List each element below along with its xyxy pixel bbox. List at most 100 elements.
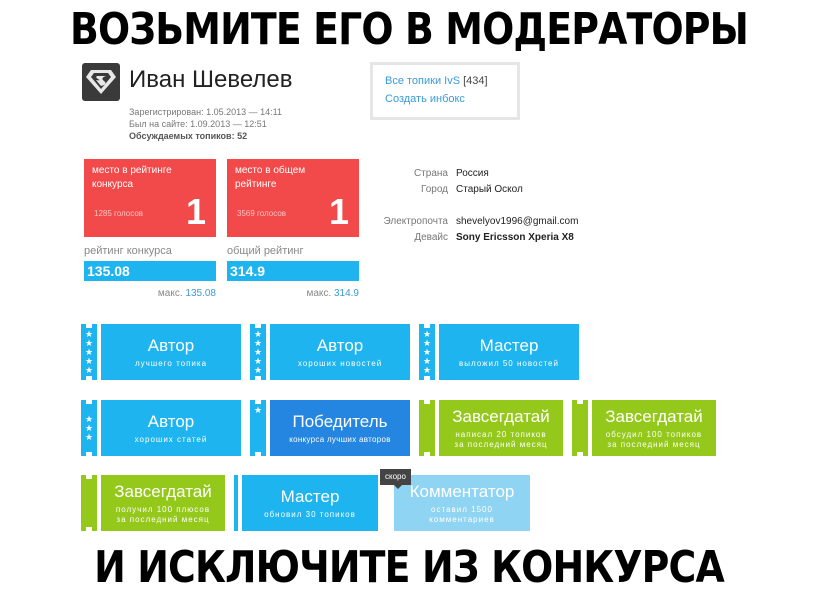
max-value: 135.08 — [185, 288, 216, 299]
star-icon: ★ — [253, 364, 263, 375]
badge-stars: ★ ★ ★ ★ ★ — [250, 324, 270, 380]
info-value: Sony Ericsson Xperia X8 — [456, 232, 574, 243]
badge-stripe — [572, 400, 592, 456]
badge-contest-winner[interactable]: ★ Победитель конкурса лучших авторов — [250, 400, 410, 456]
badge-subtitle-2: за последний месяц — [454, 439, 548, 449]
badge-best-topic-author[interactable]: ★ ★ ★ ★ ★ Автор лучшего топика — [81, 324, 241, 380]
avatar[interactable] — [82, 63, 120, 101]
all-topics-count: [434] — [463, 75, 488, 87]
overall-rating-bar: 314.9 — [227, 261, 359, 281]
registered-date: Зарегистрирован: 1.05.2013 — 14:11 — [129, 107, 282, 117]
star-icon: ★ — [253, 337, 263, 348]
info-value: Старый Оскол — [456, 184, 523, 195]
badge-title: Автор — [147, 335, 195, 355]
badge-subtitle: оставил 1500 — [431, 504, 493, 514]
star-icon: ★ — [422, 337, 432, 348]
star-icon: ★ — [422, 346, 432, 357]
user-meta: Зарегистрирован: 1.05.2013 — 14:11 Был н… — [129, 106, 282, 142]
badge-subtitle: обсудил 100 топиков — [605, 429, 703, 439]
star-icon: ★ — [84, 431, 94, 442]
badge-stars: ★ ★ ★ ★ ★ — [81, 324, 101, 380]
info-key: Страна — [413, 168, 448, 179]
badge-regular-topics-discussed[interactable]: Завсегдатай обсудил 100 топиков за после… — [572, 400, 716, 456]
max-label: макс. — [306, 288, 332, 299]
badge-subtitle-2: за последний месяц — [607, 439, 701, 449]
badge-stars: ★ — [250, 400, 270, 456]
badge-subtitle: конкурса лучших авторов — [289, 434, 391, 444]
badge-stripe — [234, 475, 242, 531]
overall-rating-max: макс. 314.9 — [227, 288, 359, 299]
superman-logo-icon — [86, 70, 116, 94]
badge-subtitle-2: за последний месяц — [116, 514, 210, 524]
overall-rating-card: место в общем рейтинге 3569 голосов 1 — [227, 159, 359, 237]
contest-rating-title: место в рейтинге конкурса — [92, 165, 172, 190]
badge-title: Мастер — [479, 335, 539, 355]
star-icon: ★ — [84, 413, 94, 424]
star-icon: ★ — [422, 355, 432, 366]
contest-rating-bar: 135.08 — [84, 261, 216, 281]
badge-topics-updated-master[interactable]: Мастер обновил 30 топиков — [234, 475, 378, 531]
star-icon: ★ — [84, 346, 94, 357]
soon-tooltip: скоро — [380, 469, 411, 489]
badge-title: Завсегдатай — [452, 406, 550, 426]
topics-count: Обсуждаемых топиков: 52 — [129, 131, 248, 141]
contest-rating-label: рейтинг конкурса — [84, 245, 172, 257]
badge-title: Автор — [147, 411, 195, 431]
contest-votes: 1285 голосов — [94, 209, 144, 218]
create-inbox-link[interactable]: Создать инбокс — [385, 93, 465, 105]
badge-subtitle: хороших статей — [134, 434, 208, 444]
max-value: 314.9 — [333, 288, 359, 299]
contest-rating-max: макс. 135.08 — [84, 288, 216, 299]
badge-subtitle-2: комментариев — [429, 514, 495, 524]
badge-stars: ★ ★ ★ ★ ★ — [419, 324, 439, 380]
badge-good-news-author[interactable]: ★ ★ ★ ★ ★ Автор хороших новостей — [250, 324, 410, 380]
badge-stripe — [419, 400, 439, 456]
star-icon: ★ — [422, 364, 432, 375]
badge-subtitle: хороших новостей — [297, 358, 383, 368]
badge-commentator[interactable]: Комментатор оставил 1500 комментариев — [394, 475, 530, 531]
star-icon: ★ — [84, 328, 94, 339]
star-icon: ★ — [422, 328, 432, 339]
badge-title: Победитель — [292, 411, 388, 431]
star-icon: ★ — [253, 346, 263, 357]
badge-subtitle: получил 100 плюсов — [115, 504, 211, 514]
info-value[interactable]: shevelyov1996@gmail.com — [456, 216, 579, 227]
badge-title: Завсегдатай — [114, 481, 212, 501]
meme-bottom-caption: И ИСКЛЮЧИТЕ ИЗ КОНКУРСА — [94, 542, 725, 593]
badge-regular-topics-written[interactable]: Завсегдатай написал 20 топиков за послед… — [419, 400, 563, 456]
info-value: Россия — [456, 168, 489, 179]
overall-place: 1 — [328, 191, 349, 232]
badge-good-articles-author[interactable]: ★ ★ ★ Автор хороших статей — [81, 400, 241, 456]
star-icon: ★ — [84, 337, 94, 348]
topics-box: Все топики IvS [434] Создать инбокс — [370, 62, 520, 120]
max-label: макс. — [157, 288, 183, 299]
badge-stripe — [81, 475, 101, 531]
badge-subtitle: выложил 50 новостей — [459, 358, 559, 368]
star-icon: ★ — [253, 355, 263, 366]
star-icon: ★ — [253, 405, 263, 415]
badge-subtitle: написал 20 топиков — [455, 429, 547, 439]
last-seen-date: Был на сайте: 1.09.2013 — 12:51 — [129, 119, 267, 129]
badge-regular-pluses[interactable]: Завсегдатай получил 100 плюсов за послед… — [81, 475, 225, 531]
star-icon: ★ — [84, 364, 94, 375]
star-icon: ★ — [84, 355, 94, 366]
badge-title: Комментатор — [409, 481, 515, 501]
all-topics-link[interactable]: Все топики IvS — [385, 75, 461, 87]
badge-subtitle: лучшего топика — [134, 358, 208, 368]
user-name: Иван Шевелев — [129, 66, 293, 93]
info-key: Город — [420, 184, 448, 195]
overall-rating-label: общий рейтинг — [227, 245, 304, 257]
info-key: Девайс — [414, 232, 448, 243]
badge-title: Автор — [316, 335, 364, 355]
badge-news-master[interactable]: ★ ★ ★ ★ ★ Мастер выложил 50 новостей — [419, 324, 579, 380]
overall-rating-title: место в общем рейтинге — [235, 165, 306, 190]
overall-votes: 3569 голосов — [237, 209, 287, 218]
badge-stars: ★ ★ ★ — [81, 400, 101, 456]
badge-title: Мастер — [280, 486, 340, 506]
badge-subtitle: обновил 30 топиков — [264, 509, 356, 519]
contest-place: 1 — [185, 191, 206, 232]
star-icon: ★ — [253, 328, 263, 339]
badge-title: Завсегдатай — [605, 406, 703, 426]
meme-top-caption: ВОЗЬМИТЕ ЕГО В МОДЕРАТОРЫ — [69, 4, 749, 55]
star-icon: ★ — [84, 422, 94, 433]
